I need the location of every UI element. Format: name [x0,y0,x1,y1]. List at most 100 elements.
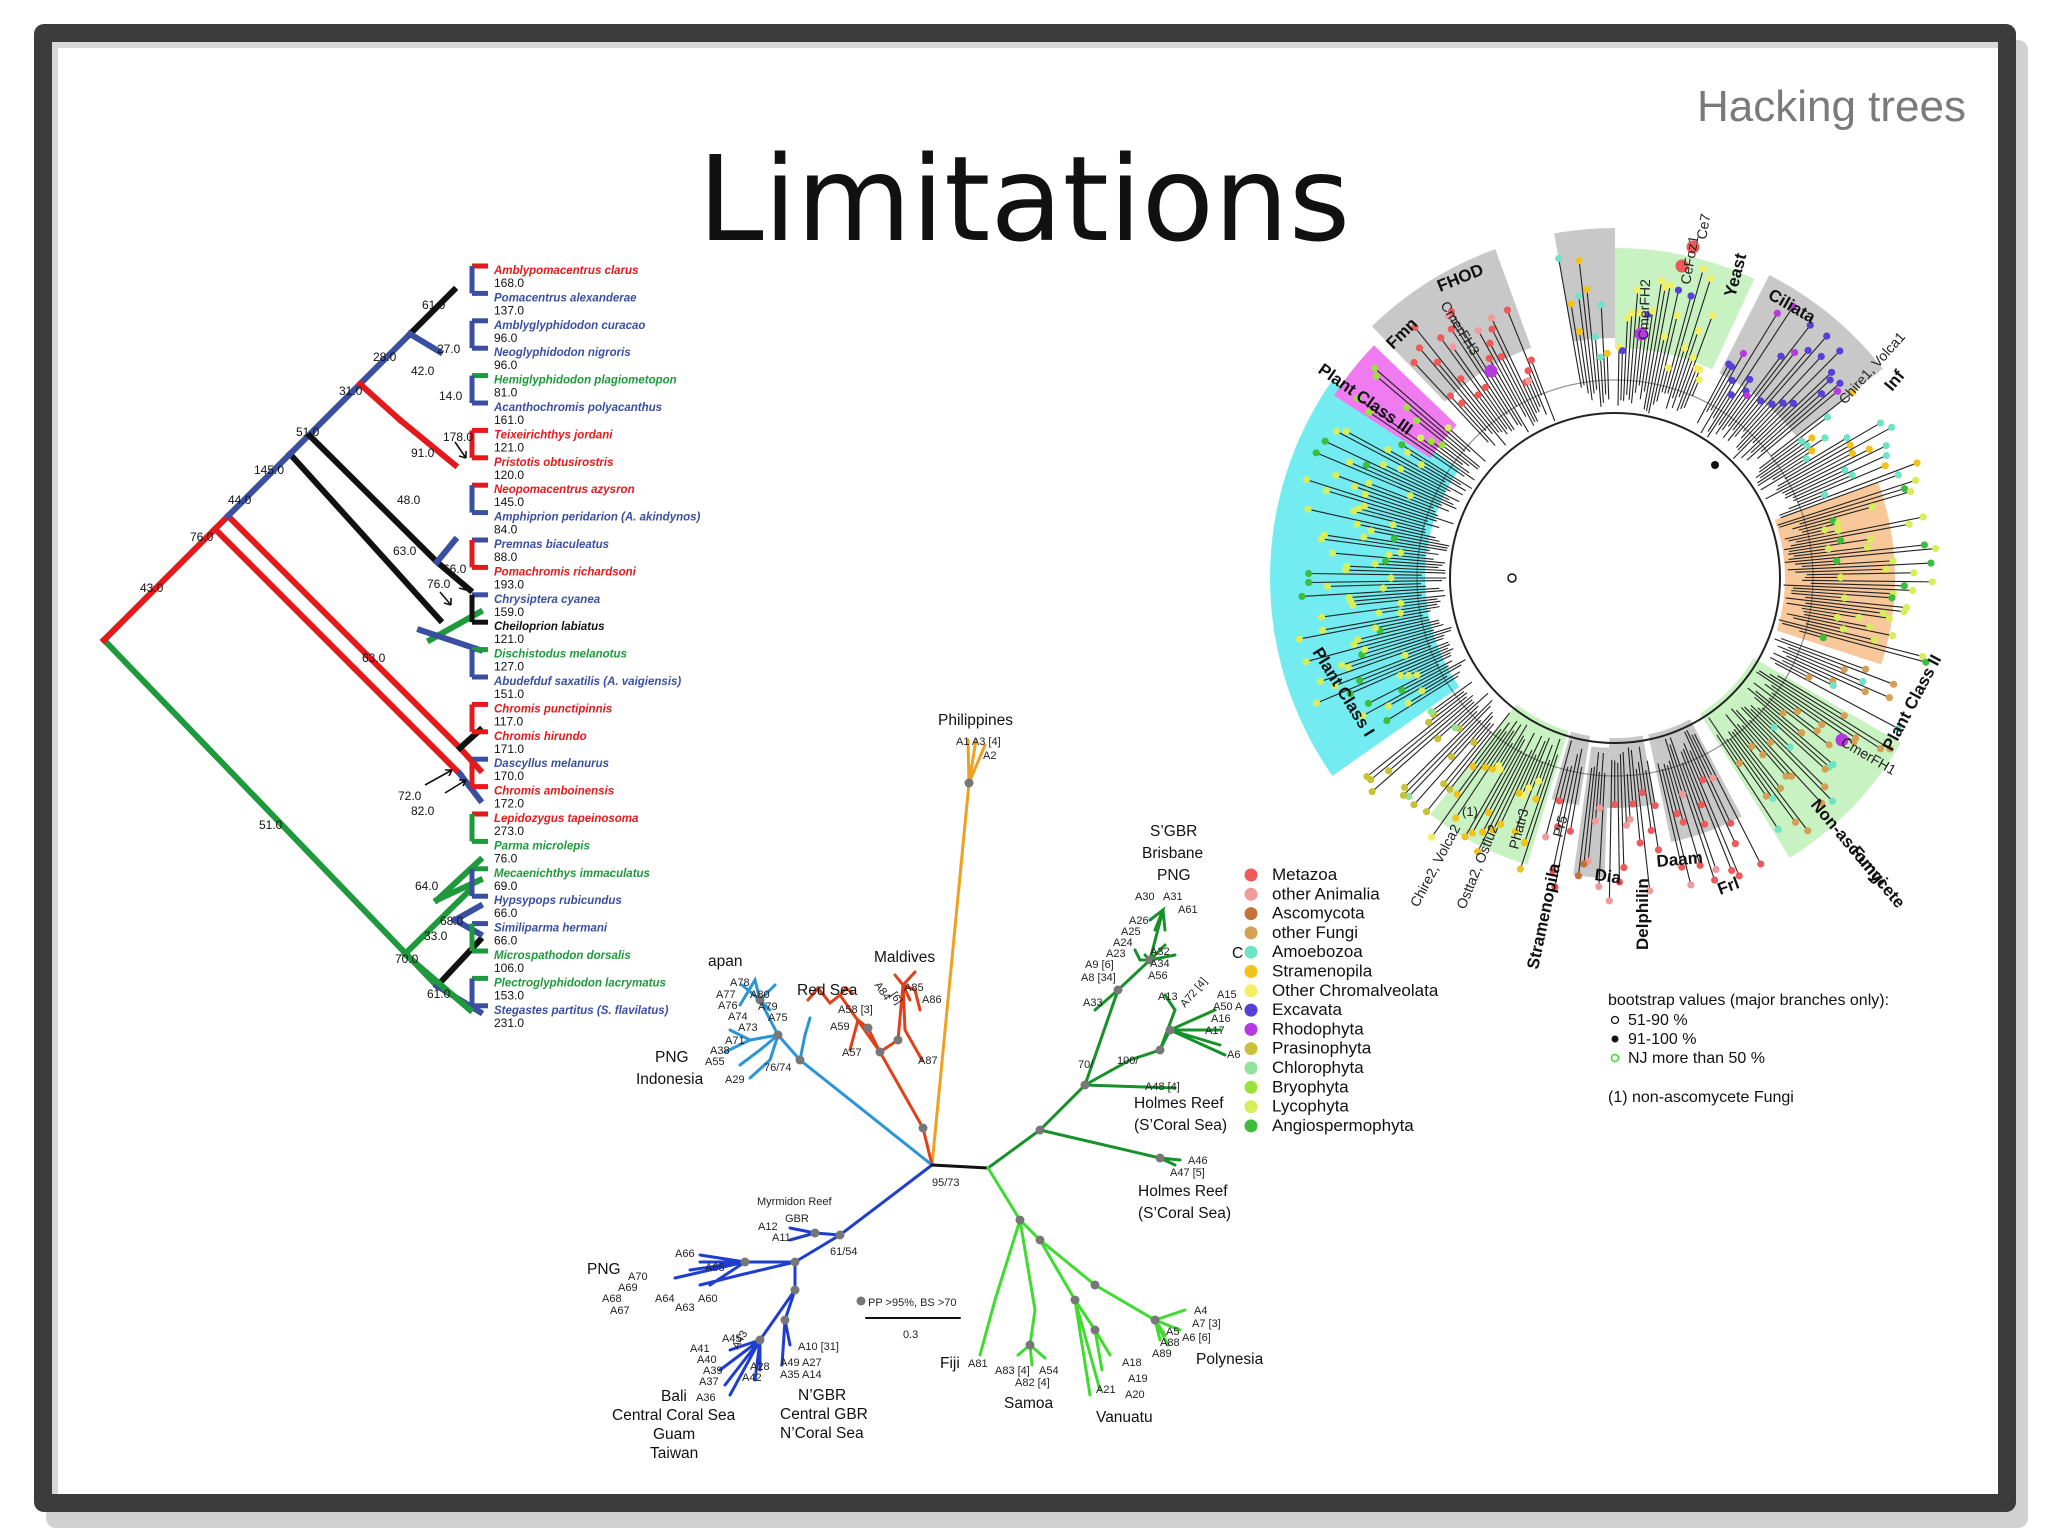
radial-branch [1760,437,1848,491]
radial-branch [1803,610,1838,618]
radial-branch [1358,508,1425,528]
circular-tree-branches [1299,258,1936,901]
tip-dot [1882,451,1890,460]
tip-dot [1793,707,1802,716]
arrow-icon [458,451,467,459]
radial-branch [1379,619,1430,632]
clade-label: Delphilin [1633,878,1652,950]
tip-dot [1580,860,1588,868]
tree-branch [400,949,475,1015]
tree-branch [285,379,365,459]
radial-branch [1787,562,1931,571]
svg-text:A48 [4]: A48 [4] [1145,1081,1180,1093]
radial-branch [1306,479,1437,522]
radial-branch [1681,762,1706,825]
taxon-value: 88.0 [494,550,518,564]
tip-dot [1399,791,1408,799]
radial-branch [1726,738,1767,797]
radial-branch [1732,352,1796,431]
radial-branch [1519,754,1559,870]
node-label: 178.0 [443,430,473,444]
tip-dot [1905,520,1913,528]
arrow-icon [445,769,453,777]
tip-dot [1919,513,1927,521]
radial-branch [1777,645,1864,683]
tip-dot [1424,718,1433,727]
svg-text:A8 [34]: A8 [34] [1081,972,1116,984]
svg-text:A24: A24 [1113,937,1133,949]
clade-sectors [1270,228,1901,878]
bootstrap-marker [1507,573,1517,583]
legend-swatch [1244,907,1258,921]
radial-branch [1608,759,1613,901]
legend-dot [856,1296,866,1306]
tip-dot [1566,827,1574,835]
radial-branch [1729,738,1774,799]
svg-text:A73: A73 [738,1022,758,1034]
taxon-name: Plectroglyphidodon lacrymatus [494,977,666,989]
tip-dot [1885,694,1894,702]
tip-dot [1597,301,1605,309]
radial-branch [1450,328,1508,415]
node-label: 64.0 [415,879,439,893]
radial-branch [1401,444,1473,490]
region-label: N’Coral Sea [780,1425,864,1442]
support-label: 95/73 [932,1177,960,1189]
svg-text:A17: A17 [1205,1025,1225,1037]
tip-dot [1389,521,1397,529]
arrow-icon [424,769,453,786]
clade-label: Stramenopila [1523,861,1564,971]
clade-label: Chire2, Volca2 [1407,821,1464,909]
clade-label: Dia [1593,865,1622,888]
tip-dot [1779,709,1787,717]
tip-dot [1349,507,1358,515]
tip-dot [1840,712,1848,720]
radial-branch [1756,671,1857,739]
radial-branch [1805,623,1875,641]
tree-branch [99,635,442,991]
radial-branch [1684,731,1736,844]
radial-branch [1671,330,1699,409]
radial-branch [1359,643,1451,682]
region-label: C [1232,945,1243,962]
clade-label: Ce7 [1693,212,1713,240]
radial-branch [1600,304,1607,395]
tip-dot [1791,349,1799,357]
legend-label: other Fungi [1272,923,1358,942]
svg-text:A87: A87 [918,1055,938,1067]
sector-non-ascomycete [1699,658,1901,858]
tip-dot [1927,559,1935,567]
tip-dot [1862,665,1870,673]
tip-dot [1350,482,1359,491]
tip-dot [1611,800,1619,809]
tree-branch [432,557,475,595]
radial-branch [1663,763,1678,814]
tip-dot [1805,673,1813,681]
radial-branch [1793,617,1844,630]
radial-branch [1737,402,1784,451]
legend-swatch [1244,1042,1258,1056]
radial-branch [1790,523,1910,547]
node-label: 43.0 [140,581,164,595]
node-label: 51.0 [259,818,283,832]
region-label: Myrmidon Reef [757,1196,833,1208]
radial-branch [1569,766,1583,832]
legend-swatch [1244,1022,1258,1036]
radial-branch [1357,397,1475,481]
taxon-name: Amblyglyphidodon curacao [493,320,645,332]
radial-branch [1491,369,1529,433]
svg-text:A7 [3]: A7 [3] [1192,1318,1221,1330]
radial-branch [1578,331,1589,394]
node-label: 61.0 [422,298,446,312]
tip-dot [1511,828,1519,836]
open-circle-icon [1610,1015,1620,1025]
tip-dot [1328,549,1337,557]
taxon-name: Dascyllus melanurus [494,758,609,770]
radial-branch [1622,317,1629,401]
radial-branch [1731,731,1809,832]
tip-dot [1865,445,1873,453]
tip-dot [1385,767,1393,775]
bootstrap-legend: bootstrap values (major branches only): … [1608,992,1889,1106]
radial-branch [1740,371,1832,459]
radial-branch [1366,696,1467,777]
